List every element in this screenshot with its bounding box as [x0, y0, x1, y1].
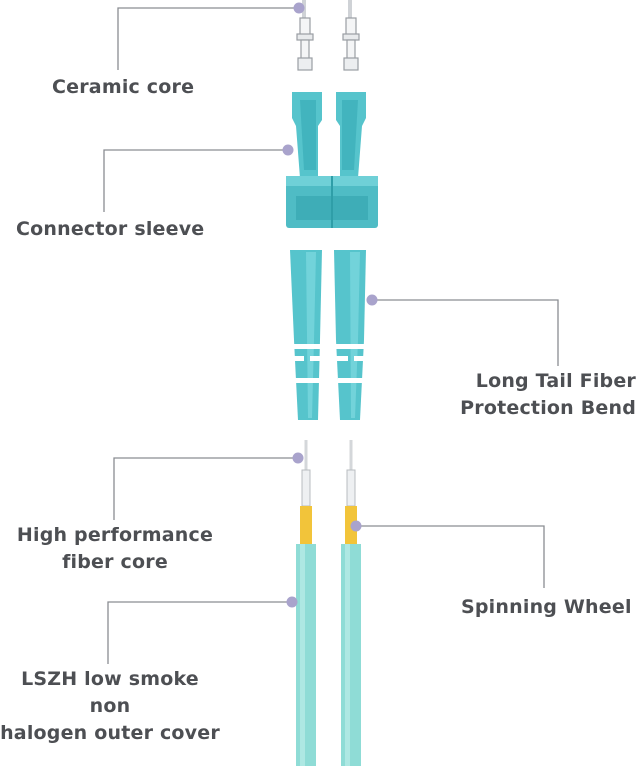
- leader-high-performance: [113, 457, 298, 520]
- label-lszh-line2: halogen outer cover: [0, 722, 220, 744]
- dot-ceramic-core: [293, 2, 305, 14]
- label-lszh-line1: LSZH low smoke non: [21, 668, 199, 717]
- boot-left: [290, 250, 322, 420]
- outer-cover-right: [341, 544, 361, 766]
- leader-long-tail: [372, 299, 559, 366]
- leader-lszh: [107, 601, 292, 664]
- label-high-performance-line1: High performance: [16, 524, 214, 546]
- dot-spinning-wheel: [350, 520, 362, 532]
- label-high-performance: High performance fiber core: [14, 522, 216, 576]
- label-ceramic-core: Ceramic core: [52, 76, 195, 98]
- dot-lszh: [286, 596, 298, 608]
- label-long-tail: Long Tail Fiber Protection Bend: [460, 368, 636, 422]
- dot-high-performance: [292, 452, 304, 464]
- boot-right: [334, 250, 366, 420]
- fiber-core-left: [300, 440, 312, 546]
- label-long-tail-line2: Protection Bend: [460, 397, 636, 419]
- label-high-performance-line2: fiber core: [62, 551, 168, 573]
- label-spinning-wheel: Spinning Wheel: [461, 596, 632, 618]
- outer-cover-left: [296, 544, 316, 766]
- connector-sleeve: [286, 92, 378, 228]
- leader-connector-sleeve: [103, 149, 288, 212]
- leader-ceramic-core: [117, 7, 298, 70]
- ceramic-core-right: [342, 0, 360, 71]
- dot-long-tail: [366, 294, 378, 306]
- label-connector-sleeve: Connector sleeve: [16, 218, 205, 240]
- leader-spinning-wheel: [356, 525, 545, 588]
- dot-connector-sleeve: [282, 144, 294, 156]
- label-lszh: LSZH low smoke non halogen outer cover: [0, 666, 220, 747]
- label-long-tail-line1: Long Tail Fiber: [475, 370, 636, 392]
